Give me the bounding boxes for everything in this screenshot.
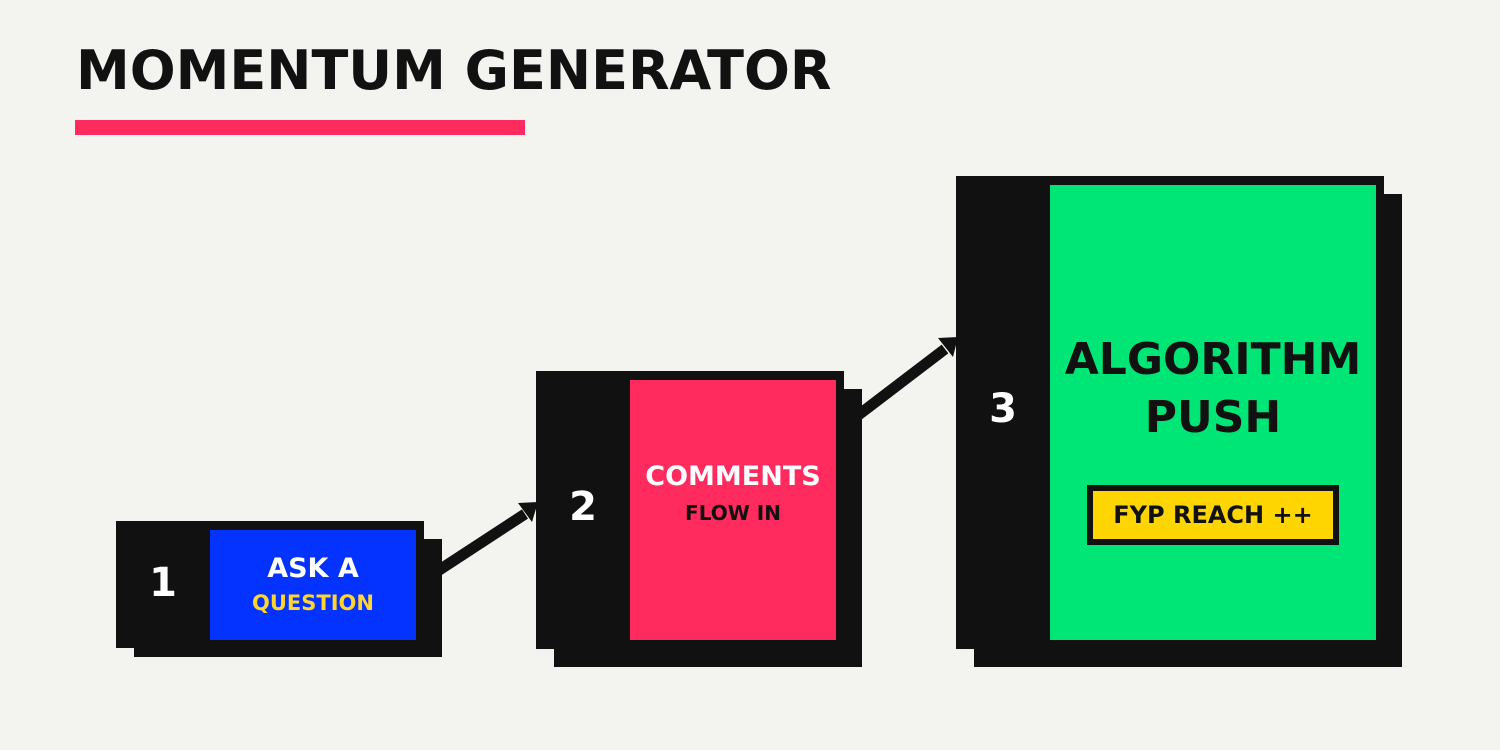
fyp-reach-badge: FYP REACH ++ <box>1087 485 1339 545</box>
step-1-title: ASK A <box>267 553 359 584</box>
step-2-number: 2 <box>569 484 597 530</box>
step-2-subtitle: FLOW IN <box>685 501 781 525</box>
step-2-title: COMMENTS <box>645 461 821 492</box>
step-3-title: ALGORITHM <box>1064 334 1362 385</box>
step-2-panel: COMMENTS FLOW IN <box>630 380 836 640</box>
step-1-number: 1 <box>149 560 177 606</box>
arrow-icon <box>840 337 958 431</box>
step-1-subtitle: QUESTION <box>252 591 374 615</box>
step-3-title-line2: PUSH <box>1144 392 1282 443</box>
step-1-panel: ASK A QUESTION <box>210 530 416 640</box>
title-accent-bar <box>75 120 525 135</box>
page-title: MOMENTUM GENERATOR <box>76 39 832 102</box>
step-3-number: 3 <box>989 386 1017 432</box>
arrow-icon <box>420 502 538 585</box>
step-3-panel: ALGORITHM PUSH FYP REACH ++ <box>1050 185 1376 640</box>
